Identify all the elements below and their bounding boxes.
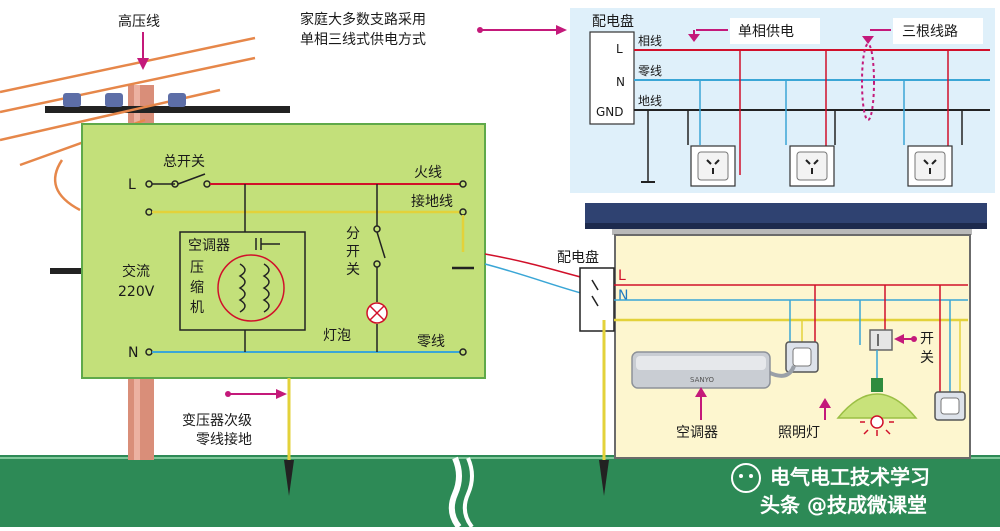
household-note-line-1: 家庭大多数支路采用 [300,11,426,28]
three-lines-label: 三根线路 [902,24,958,40]
three-lines-pointer-head [862,36,874,44]
three-lines-ellipse [861,43,875,121]
air-conditioner-top [636,356,766,370]
bulb-label: 灯泡 [323,328,351,344]
ground-break-mark-2 [462,457,474,529]
capacitor-symbol [255,238,280,250]
inset-L-label: L [616,42,623,56]
bulb-cross-2 [369,305,385,321]
house-light-switch [869,329,893,351]
neutral-terminal [459,348,467,356]
ac-power-cord [767,365,796,378]
inset-ground-label: 地线 [638,94,662,108]
transformer-label-2: 零线接地 [196,431,252,448]
house-eave [612,229,972,235]
live-terminal [459,180,467,188]
household-note-pointer-dot [477,27,483,33]
three-lines-badge [893,18,983,44]
aircon-label: 空调器 [676,425,718,441]
watermark-line-2: 头条 @技成微课堂 [760,493,927,517]
inset-panel-label: 配电盘 [592,13,634,30]
house-L-label: L [618,268,626,284]
wechat-icon-eye-1 [739,474,743,478]
ac-voltage-label: 220V [118,284,155,300]
household-note-line-2: 单相三线式供电方式 [300,32,426,48]
switch-label-2: 关 [920,350,934,366]
wechat-icon [731,463,761,493]
branch-switch-blade [376,231,386,259]
switch-pointer-head [894,334,904,344]
household-note-pointer-head [556,25,567,35]
compressor-coil-1 [238,263,246,313]
main-switch-blade [177,173,206,185]
branch-switch-label-2: 开 [346,244,360,260]
lamp-rays [860,421,894,436]
drop-wire [53,159,81,212]
lamp-socket [871,378,883,392]
inset-socket-2 [789,145,835,187]
lamp-shade [836,393,918,419]
house-panel-box [579,267,615,332]
transformer-ground-rod [284,460,294,496]
single-phase-label: 单相供电 [738,24,794,40]
inset-N-label: N [616,75,625,89]
insulators [63,93,186,107]
house-ground-rod [599,460,609,496]
switch-pointer-dot [911,336,917,342]
house-branch-drops [789,285,961,392]
live-wire-label: 火线 [414,165,442,181]
air-conditioner-box [179,231,306,331]
wechat-icon-eye-2 [749,474,753,478]
inset-socket-1 [690,145,736,187]
lighting-label: 照明灯 [778,425,820,441]
transformer-pointer-head [276,389,287,399]
inset-socket-3 [907,145,953,187]
transformer-pointer-dot [225,391,231,397]
inset-neutral-label: 零线 [638,64,662,78]
ground [0,455,1000,527]
compressor-label-2: 缩 [190,280,204,296]
house-wall-socket-face [792,347,812,367]
neutral-wire-label: 零线 [417,334,445,350]
service-neutral [484,263,593,297]
switch-label-1: 开 [920,331,934,347]
house-N-label: N [618,288,628,304]
ac-label: 交流 [122,263,150,280]
single-phase-badge [730,18,820,44]
house-panel-switch-1 [591,279,599,291]
lighting-pointer-head [819,398,831,408]
compressor-coil-2 [262,263,270,313]
high-voltage-pointer-head [137,58,149,70]
lamp-bulb [870,415,884,429]
compressor-circle [217,254,285,322]
air-conditioner-brand: SANYO [690,376,714,384]
compressor-label-1: 压 [190,260,204,276]
house-socket-2-face [940,397,960,415]
high-voltage-label: 高压线 [118,13,160,30]
main-switch-label: 总开关 [163,154,205,170]
branch-switch-label-3: 关 [346,262,360,278]
ground-wire-label: 接地线 [411,193,453,210]
house-roof-shadow [585,223,987,229]
terminal-L-label: L [128,177,136,193]
house-panel-switch-2 [591,295,599,307]
compressor-label-3: 机 [190,300,204,316]
aircon-pointer-head [695,387,707,397]
inset-live-label: 相线 [638,34,662,48]
inset-GND-label: GND [596,105,624,119]
ac-box-label: 空调器 [188,238,230,254]
transformer-label-1: 变压器次级 [182,413,252,429]
branch-switch-label-1: 分 [346,226,360,242]
pole-crossarm [45,106,290,113]
ground-break-mark [448,456,462,529]
inset-drops [687,50,963,175]
inset-panel-box [589,31,635,125]
watermark-line-1: 电气电工技术学习 [770,465,930,489]
house-panel-label: 配电盘 [557,249,599,266]
terminal-N-label: N [128,345,138,361]
